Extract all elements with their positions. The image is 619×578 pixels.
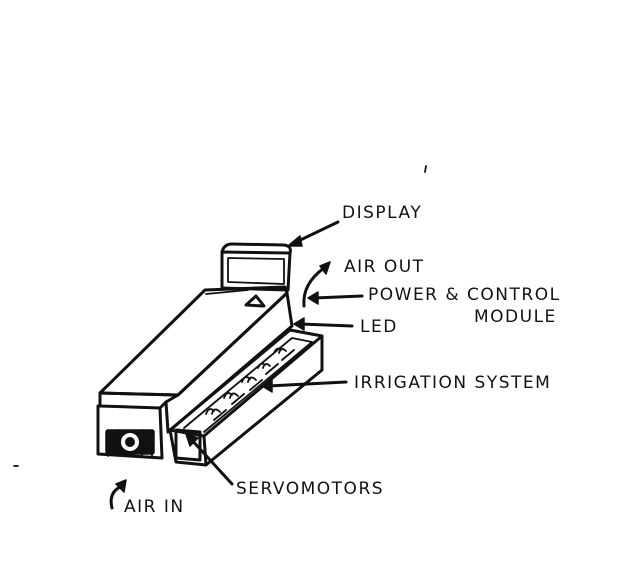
stray-mark-top bbox=[424, 165, 427, 173]
label-power-control: POWER & CONTROL bbox=[368, 285, 561, 305]
housing-base bbox=[96, 404, 164, 460]
label-servomotors: SERVOMOTORS bbox=[236, 479, 384, 499]
arrow-power-control bbox=[312, 294, 364, 300]
device-body bbox=[96, 285, 294, 460]
label-air-in: AIR IN bbox=[124, 497, 185, 517]
arrow-led bbox=[298, 322, 354, 328]
housing-top-edge bbox=[205, 289, 249, 295]
label-display: DISPLAY bbox=[342, 203, 422, 223]
triangle-marker bbox=[244, 294, 266, 308]
housing-front-face bbox=[98, 391, 180, 410]
label-power-control-module: MODULE bbox=[474, 307, 557, 327]
arrow-air-out bbox=[302, 266, 326, 308]
servomotor-block bbox=[174, 428, 202, 462]
display-box bbox=[220, 242, 292, 292]
led-strip bbox=[213, 349, 295, 421]
irrigation-tray bbox=[168, 328, 324, 467]
label-air-out: AIR OUT bbox=[344, 257, 425, 277]
housing-side-face bbox=[164, 291, 294, 434]
annotation-arrows bbox=[109, 220, 364, 510]
fan-grille bbox=[105, 429, 155, 457]
arrow-irrigation bbox=[266, 380, 348, 388]
plant-sprouts bbox=[205, 347, 287, 415]
arrow-servomotors bbox=[188, 436, 234, 486]
labels: DISPLAY AIR OUT POWER & CONTROL MODULE L… bbox=[124, 203, 561, 517]
label-irrigation: IRRIGATION SYSTEM bbox=[354, 373, 551, 393]
label-led: LED bbox=[360, 317, 398, 337]
